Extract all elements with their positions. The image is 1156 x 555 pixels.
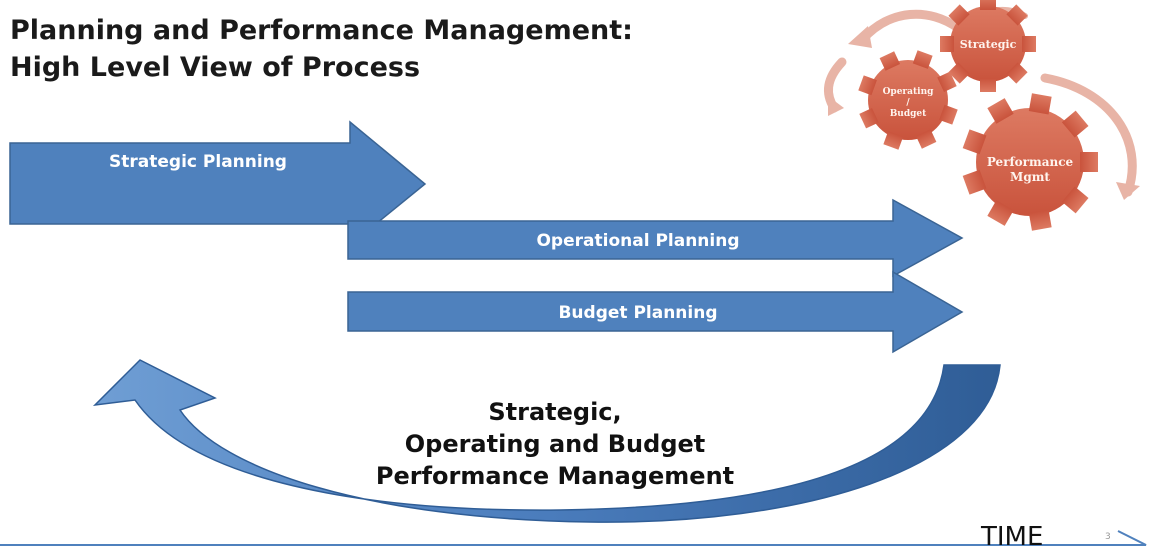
operational-planning-arrow: Operational Planning (347, 198, 964, 278)
cycle-text-line-2: Operating and Budget (405, 430, 706, 458)
gear-performance-label-1: Performance (987, 155, 1074, 169)
gear-operating-label-2: / (906, 98, 910, 108)
feedback-curve-arrow (92, 359, 1001, 523)
time-label: TIME (981, 522, 1044, 552)
page-title: Planning and Performance Management: Hig… (10, 12, 633, 86)
budget-planning-arrow: Budget Planning (347, 270, 964, 354)
strategic-planning-arrow: Strategic Planning (9, 120, 427, 247)
time-axis (0, 530, 1147, 546)
strategic-gear: Strategic (940, 0, 1036, 92)
strategic-planning-label: Strategic Planning (109, 152, 287, 172)
title-line-1: Planning and Performance Management: (10, 15, 633, 46)
budget-planning-label: Budget Planning (558, 303, 717, 323)
gear-performance-label-2: Mgmt (1010, 170, 1050, 184)
operational-planning-label: Operational Planning (536, 231, 739, 251)
performance-mgmt-gear: Performance Mgmt (962, 93, 1098, 231)
gear-operating-label-3: Budget (890, 109, 927, 119)
gear-cycle-arrow-right (1040, 73, 1137, 197)
operating-budget-gear: Operating / Budget (858, 50, 958, 150)
cycle-text-line-3: Performance Management (376, 462, 734, 490)
title-line-2: High Level View of Process (10, 52, 421, 83)
gear-strategic-label: Strategic (960, 38, 1017, 51)
gear-cluster: Strategic Operating / Budget (824, 0, 1140, 231)
cycle-text-line-1: Strategic, (488, 398, 621, 426)
gear-cycle-arrow-top (857, 9, 963, 45)
page-number: 3 (1105, 532, 1111, 542)
time-arrowhead (1117, 530, 1147, 546)
gear-operating-label-1: Operating (883, 87, 935, 97)
